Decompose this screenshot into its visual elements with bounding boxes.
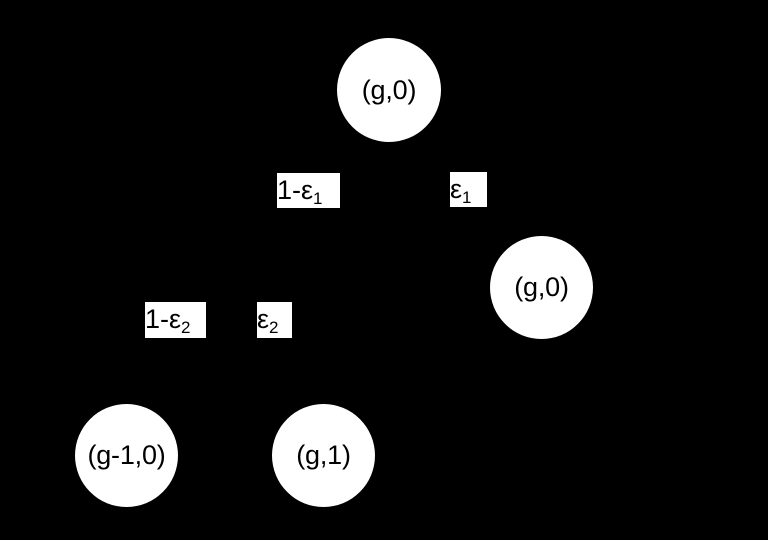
edge-label-one-minus-epsilon-2: 1-ε2: [145, 302, 206, 338]
edge-label-one-minus-epsilon-2-base: 1-ε: [145, 304, 182, 334]
edge-label-epsilon-1-base: ε: [450, 174, 463, 204]
edge-label-one-minus-epsilon-1: 1-ε1: [277, 173, 340, 208]
node-bottom-left-child[interactable]: (g-1,0): [75, 404, 178, 507]
edge-label-epsilon-2: ε2: [257, 302, 292, 338]
edge-label-one-minus-epsilon-1-subscript: 1: [313, 189, 323, 208]
edge-label-epsilon-2-base: ε: [257, 304, 270, 334]
node-root[interactable]: (g,0): [337, 38, 441, 142]
node-bottom-right-child[interactable]: (g,1): [272, 404, 375, 507]
node-bottom-right-child-label: (g,1): [296, 440, 351, 470]
edge-label-epsilon-1: ε1: [450, 172, 487, 207]
edge-label-epsilon-2-subscript: 2: [269, 318, 279, 337]
edge-branch-to-bottom-left-child: [146, 267, 242, 411]
node-root-label: (g,0): [361, 74, 417, 105]
edge-label-one-minus-epsilon-1-base: 1-ε: [277, 175, 314, 205]
edge-label-one-minus-epsilon-2-subscript: 2: [181, 318, 191, 337]
edge-label-epsilon-1-subscript: 1: [462, 188, 472, 207]
node-bottom-left-child-label: (g-1,0): [87, 440, 166, 470]
node-right-child-label: (g,0): [514, 272, 569, 302]
node-right-child[interactable]: (g,0): [490, 236, 593, 339]
tree-edges: [146, 127, 512, 411]
